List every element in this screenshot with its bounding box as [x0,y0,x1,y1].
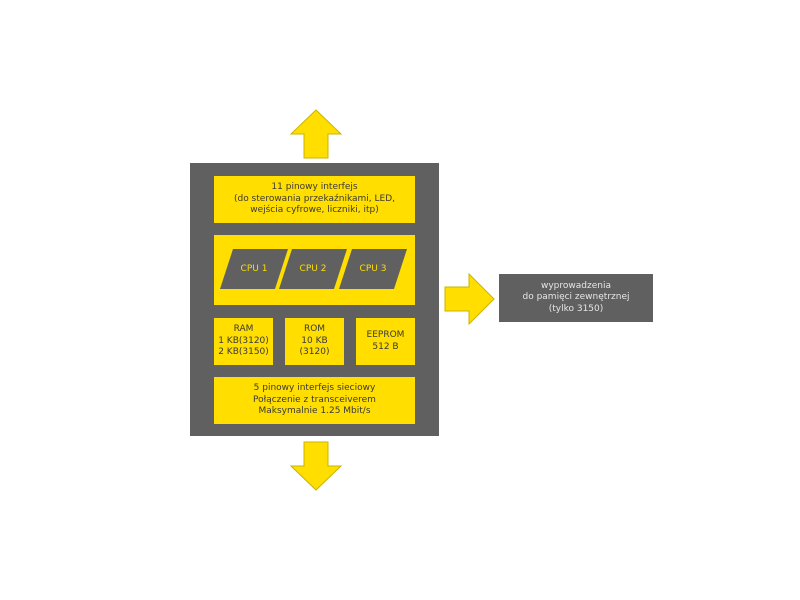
io-interface-title: 11 pinowy interfejs [271,182,358,193]
arrow-down-icon [290,441,342,491]
cpu-3-label: CPU 3 [359,264,387,274]
ram-size-3150: 2 KB(3150) [218,347,269,358]
io-interface-desc-1: (do sterowania przekaźnikami, LED, [233,193,396,204]
eeprom-size: 512 B [372,341,399,352]
ram-size-3120: 1 KB(3120) [218,335,269,346]
eeprom-title: EEPROM [366,330,405,340]
rom-size: 10 KB [301,335,328,346]
network-interface-block: 5 pinowy interfejs sieciowy Połączenie z… [214,377,415,424]
cpu-2-label: CPU 2 [299,264,327,274]
external-memory-line-2: do pamięci zewnętrznej [522,292,630,303]
network-interface-connection: Połączenie z transceiverem [253,394,376,405]
io-interface-desc-2: wejścia cyfrowe, liczniki, itp) [250,205,379,216]
arrow-up-icon [290,109,342,159]
network-interface-speed: Maksymalnie 1.25 Mbit/s [258,406,371,417]
external-memory-line-1: wyprowadzenia [541,280,611,291]
rom-block: ROM 10 KB (3120) [285,318,344,365]
ram-block: RAM 1 KB(3120) 2 KB(3150) [214,318,273,365]
network-interface-title: 5 pinowy interfejs sieciowy [253,383,376,394]
arrow-right-icon [444,273,495,325]
rom-title: ROM [303,324,326,335]
cpu-2-shape [279,249,347,289]
cpu-2: CPU 2 [279,249,347,289]
external-memory-line-3: (tylko 3150) [548,303,604,314]
external-memory-block: wyprowadzenia do pamięci zewnętrznej (ty… [499,274,653,322]
cpu-1-shape [220,249,288,289]
cpu-1-label: CPU 1 [240,264,268,274]
cpu-3: CPU 3 [339,249,407,289]
cpu-3-shape [339,249,407,289]
io-interface-block: 11 pinowy interfejs (do sterowania przek… [214,176,415,223]
ram-title: RAM [233,324,254,335]
rom-model: (3120) [299,347,330,358]
eeprom-block: EEPROM 512 B [356,318,415,365]
cpu-1: CPU 1 [220,249,288,289]
